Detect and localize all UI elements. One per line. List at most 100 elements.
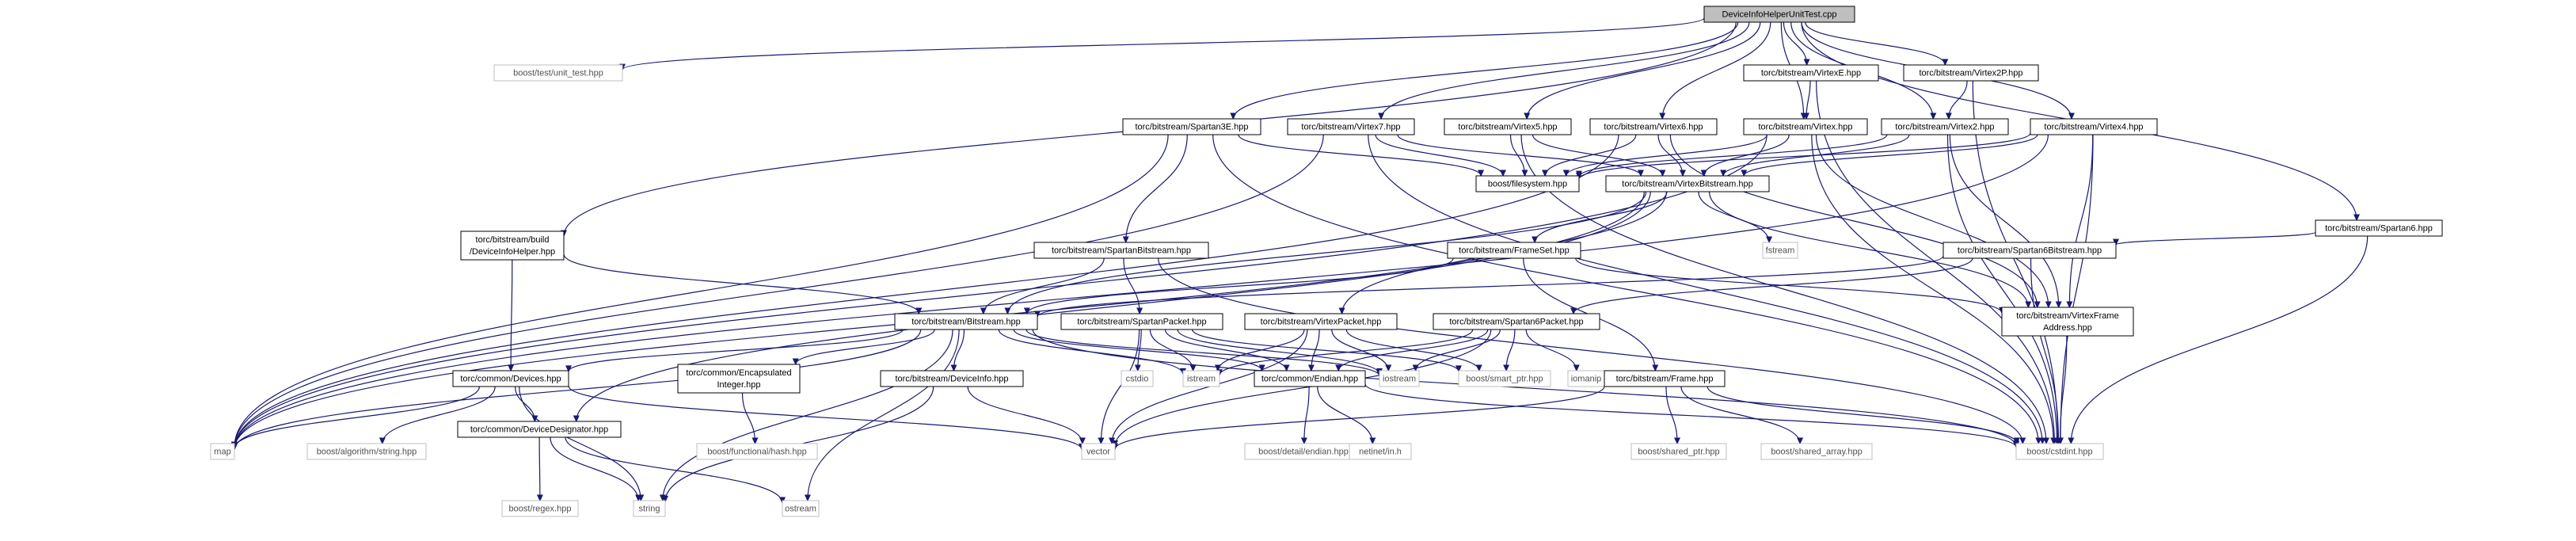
node-virtex4[interactable]: torc/bitstream/Virtex4.hpp <box>2030 118 2158 135</box>
node-label-devinfohelper: /DeviceInfoHelper.hpp <box>470 247 555 257</box>
node-label-algostring: boost/algorithm/string.hpp <box>317 448 417 457</box>
node-label-virtex: torc/bitstream/Virtex.hpp <box>1758 123 1852 132</box>
edge-virtex-to-cstdint <box>1811 134 2054 444</box>
node-sharedarray: boost/shared_array.hpp <box>1760 443 1873 460</box>
node-box-virtexpacket <box>1244 313 1398 330</box>
node-label-virtexbitstream: torc/bitstream/VirtexBitstream.hpp <box>1622 180 1752 189</box>
node-devdesignator[interactable]: torc/common/DeviceDesignator.hpp <box>457 421 622 438</box>
node-box-netinet <box>1349 443 1412 460</box>
node-label-frameset: torc/bitstream/FrameSet.hpp <box>1459 246 1569 256</box>
node-virtex5[interactable]: torc/bitstream/Virtex5.hpp <box>1444 118 1572 135</box>
edge-spartan6packet-to-istream <box>1219 329 1474 376</box>
edge-virtex5-to-cstdint <box>1520 134 2047 444</box>
node-bitstream[interactable]: torc/bitstream/Bitstream.hpp <box>894 313 1038 330</box>
node-label-iostream: iostream <box>1383 375 1416 384</box>
node-spartan3e[interactable]: torc/bitstream/Spartan3E.hpp <box>1122 118 1261 135</box>
arrowhead-virtex-to-virtexbitstream <box>1700 170 1707 177</box>
arrowhead-root-to-spartan6 <box>2353 214 2360 222</box>
node-label-spartanbitstream: torc/bitstream/SpartanBitstream.hpp <box>1052 246 1191 256</box>
node-istream: istream <box>1182 370 1220 387</box>
arrowhead-virtex2-to-frameaddress <box>2055 301 2062 309</box>
node-netinet: netinet/in.h <box>1349 443 1412 460</box>
node-virtexpacket[interactable]: torc/bitstream/VirtexPacket.hpp <box>1244 313 1398 330</box>
node-label-netinet: netinet/in.h <box>1359 448 1402 457</box>
node-spartan6bitstream[interactable]: torc/bitstream/Spartan6Bitstream.hpp <box>1942 242 2117 259</box>
edge-bitstream-to-cstdint <box>1032 329 2017 447</box>
edge-spartan6packet-to-endian <box>1337 329 1489 371</box>
edge-virtex5-to-virtexbitstream <box>1532 134 1664 177</box>
node-label-bitstream: torc/bitstream/Bitstream.hpp <box>911 318 1021 327</box>
node-devices[interactable]: torc/common/Devices.hpp <box>452 370 569 387</box>
edge-spartan6bitstream-to-bitstream <box>1037 255 1944 318</box>
node-endian[interactable]: torc/common/Endian.hpp <box>1254 370 1366 387</box>
node-frameset[interactable]: torc/bitstream/FrameSet.hpp <box>1447 242 1581 259</box>
edge-virtex6-to-map <box>234 134 1619 449</box>
node-spartan6packet[interactable]: torc/bitstream/Spartan6Packet.hpp <box>1433 313 1600 330</box>
node-virtex2p[interactable]: torc/bitstream/Virtex2P.hpp <box>1903 64 2039 82</box>
node-spartanpacket[interactable]: torc/bitstream/SpartanPacket.hpp <box>1060 313 1223 330</box>
node-label-hash: boost/functional/hash.hpp <box>707 448 806 457</box>
node-spartan6[interactable]: torc/bitstream/Spartan6.hpp <box>2315 219 2443 237</box>
arrowhead-virtex6-to-virtexbitstream <box>1680 170 1686 177</box>
arrowhead-frameaddress-to-cstdint <box>2057 437 2064 445</box>
node-virtex6[interactable]: torc/bitstream/Virtex6.hpp <box>1589 118 1718 135</box>
arrowhead-virtex5-to-cstdint <box>2043 437 2049 445</box>
edge-spartan6packet-to-iomanip <box>1525 329 1577 371</box>
arrowhead-virtexbitstream-to-fstream <box>1766 236 1773 244</box>
node-label-frameaddress: torc/bitstream/VirtexFrame <box>2016 311 2118 321</box>
node-devinfohelper[interactable]: torc/bitstream/build/DeviceInfoHelper.hp… <box>460 230 565 261</box>
arrowhead-spartan6-to-cstdint <box>2068 437 2075 445</box>
node-virtexe[interactable]: torc/bitstream/VirtexE.hpp <box>1743 64 1879 82</box>
edge-spartanbitstream-to-spartanpacket <box>1123 257 1140 314</box>
node-box-map <box>210 443 235 460</box>
arrowhead-frameset-to-frame <box>1652 364 1659 372</box>
arrowhead-root-to-virtex7 <box>1378 112 1385 120</box>
arrowhead-virtexpacket-to-istream <box>1215 364 1221 372</box>
node-box-virtexe <box>1743 64 1879 82</box>
arrowhead-virtexbitstream-to-bitstream <box>1004 307 1011 315</box>
edge-spartanpacket-to-vector <box>1100 329 1140 444</box>
arrowhead-deviceinfo-to-string <box>662 495 668 503</box>
node-smartptr: boost/smart_ptr.hpp <box>1458 370 1551 387</box>
node-box-devdesignator <box>457 421 622 438</box>
node-box-spartan6 <box>2315 219 2443 237</box>
node-box-regex <box>501 500 579 517</box>
arrowhead-root-to-spartan3e <box>1230 112 1237 120</box>
edge-bitstream-to-devices <box>568 329 904 372</box>
arrowhead-spartan3e-to-cstdint <box>2035 437 2042 445</box>
arrowhead-virtexpacket-to-smartptr <box>1475 364 1482 372</box>
node-virtexbitstream[interactable]: torc/bitstream/VirtexBitstream.hpp <box>1605 175 1770 192</box>
arrowhead-spartan3e-to-filesystem <box>1478 170 1485 177</box>
arrowhead-spartan6packet-to-endian <box>1335 364 1342 372</box>
arrowhead-virtex5-to-virtexbitstream <box>1659 170 1666 177</box>
node-string: string <box>633 500 666 517</box>
node-label-virtex5: torc/bitstream/Virtex5.hpp <box>1458 123 1557 132</box>
edge-spartan6-to-spartan6bitstream <box>2115 231 2316 246</box>
arrowhead-virtex7-to-cstdint <box>2039 437 2046 445</box>
node-deviceinfo[interactable]: torc/bitstream/DeviceInfo.hpp <box>880 370 1024 387</box>
node-sharedptr: boost/shared_ptr.hpp <box>1630 443 1727 460</box>
edge-frameaddress-to-cstdint <box>2060 335 2068 444</box>
node-root[interactable]: DeviceInfoHelperUnitTest.cpp <box>1703 6 1855 23</box>
arrowhead-spartan6bitstream-to-spartan6packet <box>1570 307 1577 315</box>
arrowhead-bitstream-to-deviceinfo <box>950 364 957 372</box>
node-box-spartanbitstream <box>1033 242 1209 259</box>
arrowhead-encint-to-hash <box>751 437 759 445</box>
edge-root-to-virtex5 <box>1526 21 1761 120</box>
node-virtex[interactable]: torc/bitstream/Virtex.hpp <box>1743 118 1868 135</box>
node-virtex7[interactable]: torc/bitstream/Virtex7.hpp <box>1287 118 1415 135</box>
node-filesystem[interactable]: boost/filesystem.hpp <box>1475 175 1580 192</box>
edge-virtex7-to-filesystem <box>1375 134 1504 177</box>
node-box-root <box>1703 6 1855 23</box>
arrowhead-spartanpacket-to-endian <box>1283 364 1290 372</box>
node-box-spartan6packet <box>1433 313 1600 330</box>
node-frame[interactable]: torc/bitstream/Frame.hpp <box>1604 370 1726 387</box>
node-label-encint: torc/common/Encapsulated <box>686 368 791 378</box>
node-virtex2[interactable]: torc/bitstream/Virtex2.hpp <box>1881 118 2009 135</box>
edge-spartan6packet-to-smartptr <box>1505 329 1516 371</box>
edge-virtex4-to-map <box>234 134 2049 450</box>
node-spartanbitstream[interactable]: torc/bitstream/SpartanBitstream.hpp <box>1033 242 1209 259</box>
node-label-smartptr: boost/smart_ptr.hpp <box>1466 375 1543 384</box>
